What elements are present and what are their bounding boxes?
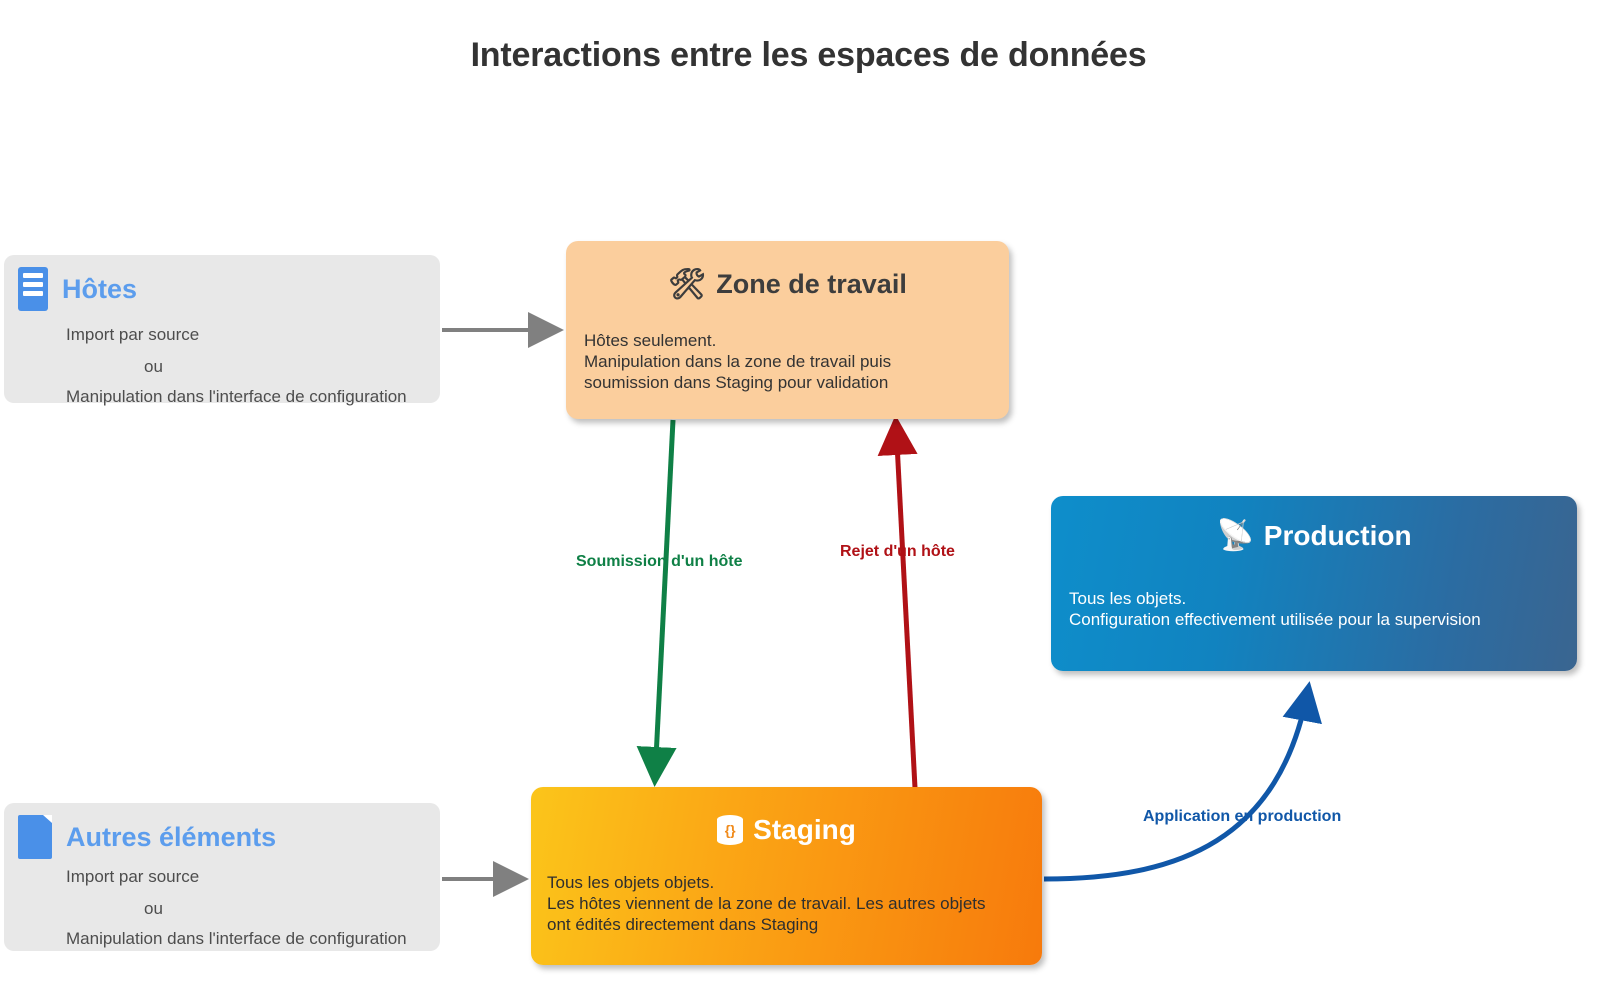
edge-staging-to-workspace bbox=[877, 415, 918, 789]
node-other-elements-line-3: Manipulation dans l'interface de configu… bbox=[66, 929, 407, 948]
document-icon bbox=[18, 815, 52, 859]
node-hosts-header: Hôtes bbox=[4, 255, 440, 311]
page-title: Interactions entre les espaces de donnée… bbox=[470, 36, 1147, 74]
node-hosts-title: Hôtes bbox=[62, 273, 138, 304]
node-hosts[interactable]: Hôtes Import par source ou Manipulation … bbox=[4, 255, 440, 406]
node-other-elements[interactable]: Autres éléments Import par source ou Man… bbox=[4, 803, 440, 951]
node-workspace-title: Zone de travail bbox=[716, 269, 907, 299]
satellite-antenna-icon: 📡 bbox=[1216, 519, 1254, 552]
hammer-and-wrench-icon: 🛠 bbox=[668, 267, 707, 301]
node-hosts-line-1: Import par source bbox=[66, 325, 200, 344]
node-production[interactable]: 📡 Production Tous les objets. Configurat… bbox=[1051, 496, 1577, 671]
edge-workspace-to-staging bbox=[636, 419, 677, 787]
edge-label-rejection: Rejet d'un hôte bbox=[840, 543, 955, 560]
node-hosts-line-2: ou bbox=[144, 357, 163, 376]
edge-label-apply-production: Application en production bbox=[1143, 808, 1342, 825]
node-staging-body: Tous les objets objets. Les hôtes vienne… bbox=[547, 873, 986, 934]
node-production-body: Tous les objets. Configuration effective… bbox=[1069, 589, 1481, 629]
server-rack-icon bbox=[18, 267, 48, 311]
node-other-elements-line-1: Import par source bbox=[66, 867, 200, 886]
node-other-elements-header: Autres éléments bbox=[4, 803, 440, 859]
database-icon: {} bbox=[717, 815, 744, 845]
node-hosts-line-3: Manipulation dans l'interface de configu… bbox=[66, 387, 407, 406]
node-production-title: Production bbox=[1263, 520, 1412, 551]
node-other-elements-title: Autres éléments bbox=[66, 821, 277, 852]
node-workspace-title-row: 🛠 Zone de travail bbox=[566, 241, 1009, 300]
edge-label-submission: Soumission d'un hôte bbox=[576, 553, 743, 570]
node-workspace-body: Hôtes seulement. Manipulation dans la zo… bbox=[584, 331, 892, 392]
node-staging[interactable]: {} Staging Tous les objets objets. Les h… bbox=[531, 787, 1042, 965]
node-other-elements-line-2: ou bbox=[144, 899, 163, 918]
node-staging-title: Staging bbox=[753, 814, 856, 845]
node-workspace[interactable]: 🛠 Zone de travail Hôtes seulement. Manip… bbox=[566, 241, 1009, 419]
node-production-title-row: 📡 Production bbox=[1051, 496, 1577, 552]
node-staging-title-row: {} Staging bbox=[531, 787, 1042, 846]
edge-staging-to-production bbox=[1043, 681, 1322, 882]
